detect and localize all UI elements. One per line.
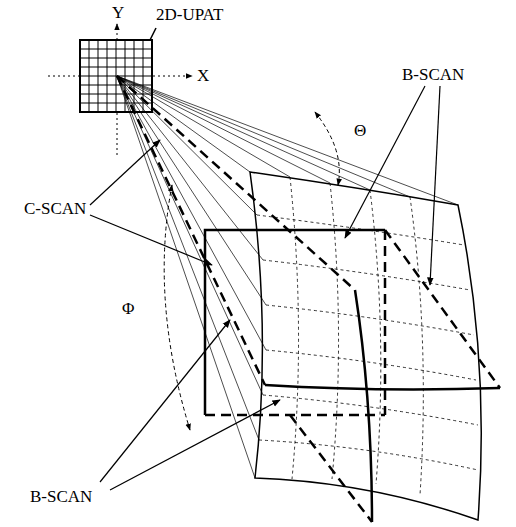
array-label: 2D-UPAT (154, 6, 225, 25)
transducer-grid (80, 40, 152, 112)
angle-label: Φ (120, 300, 136, 319)
axis-label: Y (110, 4, 126, 23)
leader-arrows (90, 86, 440, 490)
scan-label: C-SCAN (22, 200, 88, 219)
scan-surface (250, 172, 481, 520)
axis-label: X (195, 67, 211, 86)
theta-arc (315, 112, 339, 185)
scan-label: B-SCAN (400, 66, 466, 85)
scan-label: B-SCAN (28, 488, 94, 507)
leader-line (150, 28, 156, 40)
phi-arc (164, 185, 190, 430)
angle-label: Θ (352, 122, 368, 141)
b-scan-planes (117, 76, 500, 522)
beam-rays (117, 76, 458, 478)
